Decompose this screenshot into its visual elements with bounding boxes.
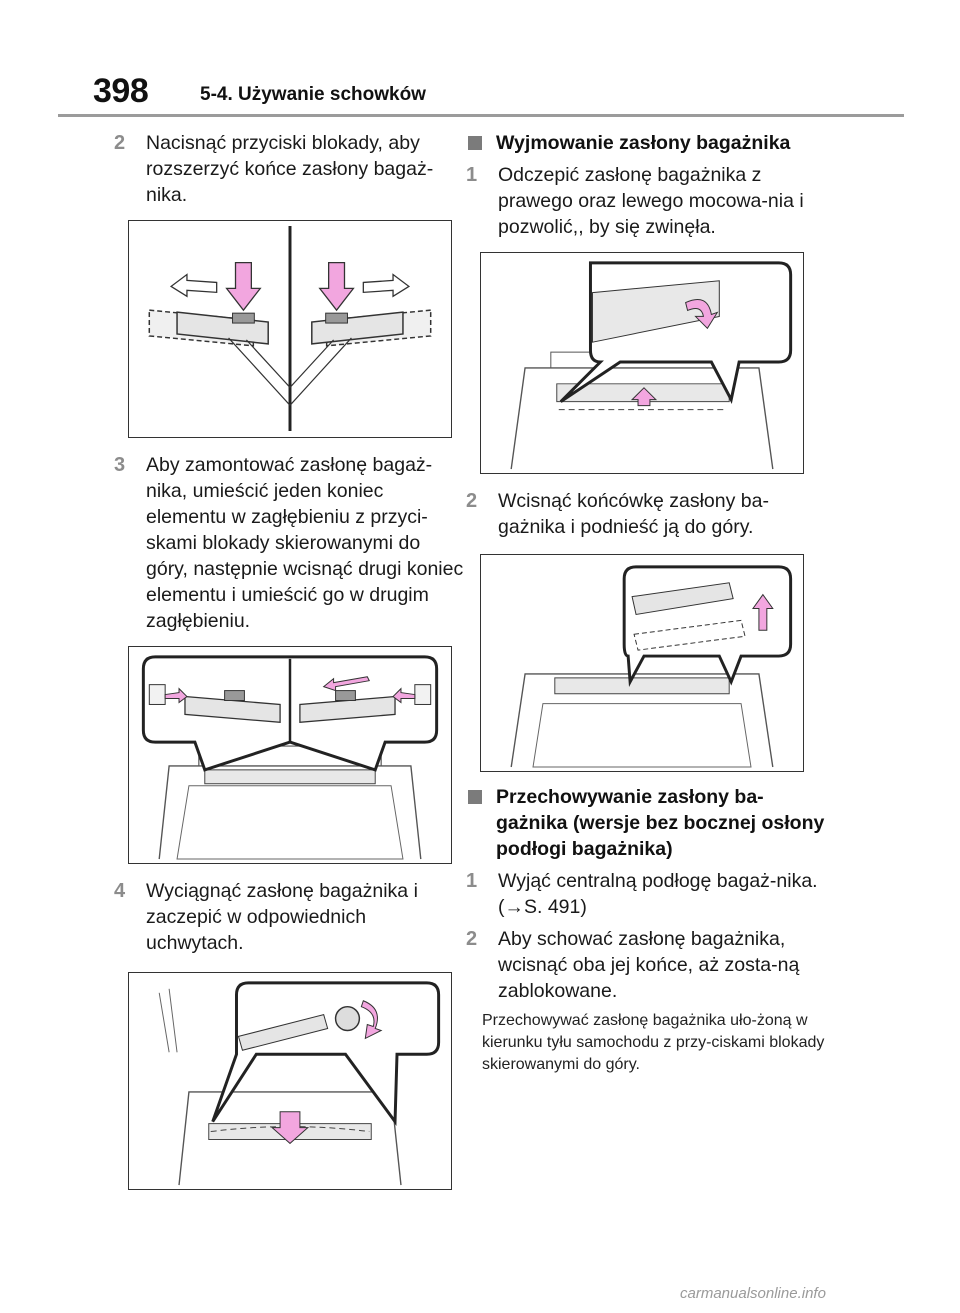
step-2-lift-cover: 2 Wcisnąć końcówkę zasłony ba-gażnika i … [466, 488, 826, 540]
install-cover-illustration [141, 655, 439, 860]
step-3-install-cover: 3 Aby zamontować zasłonę bagaż-nika, umi… [114, 452, 464, 634]
hook-cover-illustration [158, 981, 441, 1186]
detach-cover-illustration [510, 261, 793, 470]
page-number: 398 [93, 72, 149, 110]
step-number: 4 [114, 880, 126, 902]
step-text: Wcisnąć końcówkę zasłony ba-gażnika i po… [498, 490, 769, 538]
figure-lock-buttons [128, 220, 452, 438]
step-number: 1 [466, 164, 478, 186]
step-2-store-cover: 2 Aby schować zasłonę bagażnika, wcisnąć… [466, 926, 826, 1004]
heading-text: Przechowywanie zasłony ba-gażnika (wersj… [496, 786, 825, 860]
lift-cover-illustration [510, 565, 793, 768]
step-number: 2 [466, 490, 478, 512]
step-number: 1 [466, 870, 478, 892]
header-rule [58, 114, 904, 117]
figure-hook-cover [128, 972, 452, 1190]
step-text: Odczepić zasłonę bagażnika z prawego ora… [498, 164, 804, 238]
left-column: 2 Nacisnąć przyciski blokady, aby rozsze… [114, 124, 464, 1190]
figure-lift-cover [480, 554, 804, 772]
step-text: Wyjąć centralną podłogę bagaż-nika. (→S.… [498, 870, 818, 918]
watermark: carmanualsonline.info [680, 1285, 826, 1302]
right-column: Wyjmowanie zasłony bagażnika 1 Odczepić … [466, 124, 826, 1076]
step-number: 2 [114, 132, 126, 154]
heading-removing-cover: Wyjmowanie zasłony bagażnika [466, 130, 826, 156]
step-text: Nacisnąć przyciski blokady, aby rozszerz… [146, 132, 434, 206]
step-1-remove-floor: 1 Wyjąć centralną podłogę bagaż-nika. (→… [466, 868, 826, 920]
page-header: 398 5-4. Używanie schowków [0, 0, 960, 120]
step-text: Wyciągnąć zasłonę bagażnika i zaczepić w… [146, 880, 418, 954]
figure-install-cover [128, 646, 452, 864]
heading-text: Wyjmowanie zasłony bagażnika [496, 132, 791, 154]
heading-storing-cover: Przechowywanie zasłony ba-gażnika (wersj… [466, 784, 826, 862]
step-1-detach-cover: 1 Odczepić zasłonę bagażnika z prawego o… [466, 162, 826, 240]
step-number: 2 [466, 928, 478, 950]
step-number: 3 [114, 454, 126, 476]
step-text: Aby zamontować zasłonę bagaż-nika, umieś… [146, 454, 464, 632]
step-4-hook-cover: 4 Wyciągnąć zasłonę bagażnika i zaczepić… [114, 878, 464, 956]
step-2-release-buttons: 2 Nacisnąć przyciski blokady, aby rozsze… [114, 130, 464, 208]
section-title: 5-4. Używanie schowków [200, 84, 426, 105]
step-text: Aby schować zasłonę bagażnika, wcisnąć o… [498, 928, 800, 1002]
figure-detach-cover [480, 252, 804, 474]
storage-note: Przechowywać zasłonę bagażnika uło-żoną … [482, 1012, 825, 1073]
heading-square-icon [468, 790, 482, 804]
lock-buttons-illustration [148, 225, 432, 432]
heading-square-icon [468, 136, 482, 150]
